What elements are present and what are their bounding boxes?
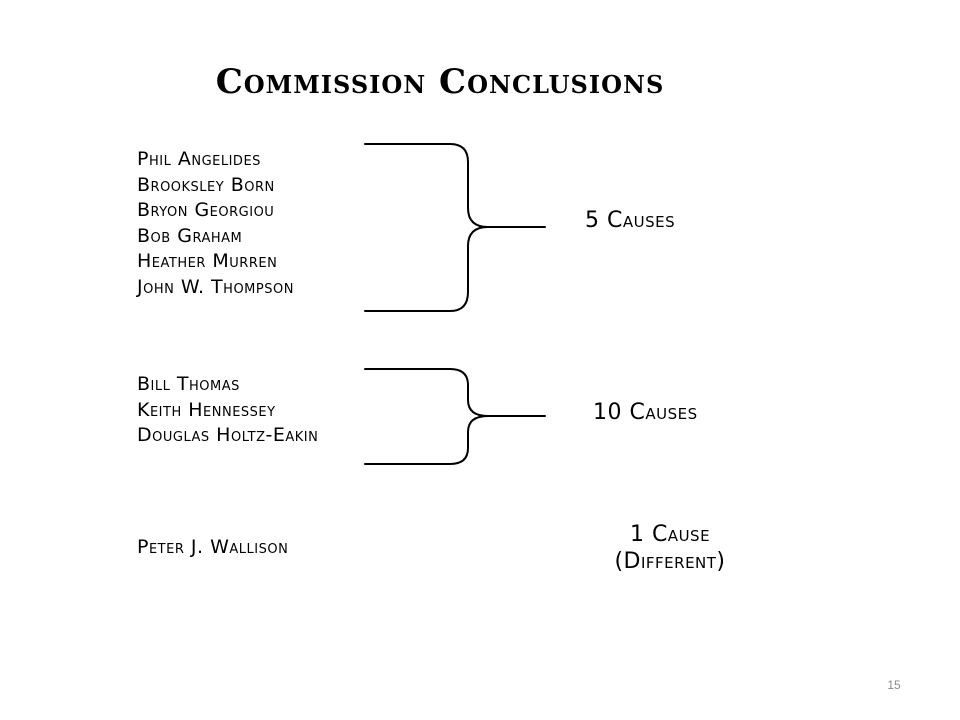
member-name: Bill Thomas bbox=[137, 373, 240, 395]
group-1-member-list: Phil Angelides Brooksley Born Bryon Geor… bbox=[137, 147, 294, 301]
group-2-brace bbox=[364, 368, 546, 465]
group-1-conclusion: 5 Causes bbox=[585, 207, 675, 234]
member-name: Phil Angelides bbox=[137, 148, 261, 170]
conclusion-line: 1 Cause bbox=[629, 522, 711, 547]
member-name: Peter J. Wallison bbox=[137, 536, 289, 558]
member-name: Keith Hennessey bbox=[137, 398, 276, 421]
group-1-brace bbox=[364, 143, 546, 312]
conclusion-line: (Different) bbox=[614, 549, 726, 574]
member-name: John W. Thompson bbox=[137, 275, 294, 298]
member-name: Douglas Holtz-Eakin bbox=[137, 424, 319, 447]
group-3-conclusion: 1 Cause (Different) bbox=[590, 521, 750, 575]
member-name: Bryon Georgiou bbox=[137, 199, 275, 222]
group-2-conclusion: 10 Causes bbox=[593, 399, 698, 426]
conclusion-line: 10 Causes bbox=[593, 400, 698, 425]
group-2-member-list: Bill Thomas Keith Hennessey Douglas Holt… bbox=[137, 372, 318, 449]
page-number: 15 bbox=[887, 678, 901, 692]
member-name: Bob Graham bbox=[137, 224, 243, 247]
member-name: Heather Murren bbox=[137, 250, 278, 273]
conclusion-line: 5 Causes bbox=[585, 208, 676, 233]
slide-title: Commission Conclusions bbox=[215, 62, 665, 102]
group-3-member-list: Peter J. Wallison bbox=[137, 535, 288, 561]
member-name: Brooksley Born bbox=[137, 173, 275, 196]
